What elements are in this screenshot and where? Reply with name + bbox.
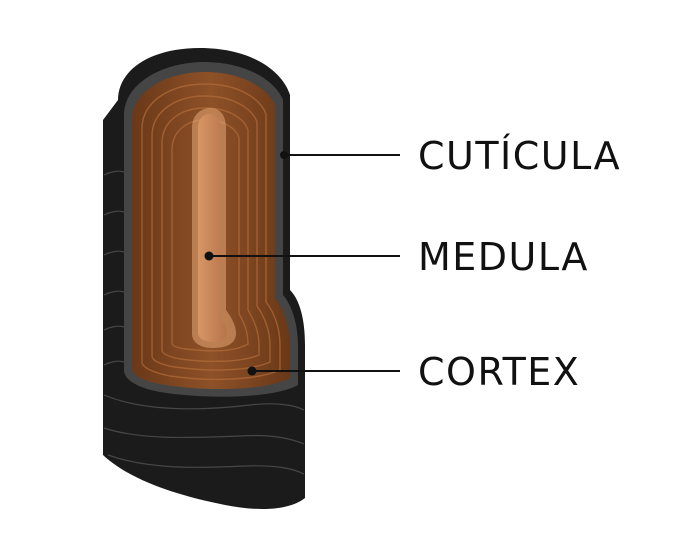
label-cortex: CORTEX [418, 350, 580, 394]
leader-cortex [247, 366, 400, 376]
cortex-rings [141, 83, 281, 381]
medulla-inner [198, 114, 227, 342]
label-medulla: MEDULA [418, 235, 589, 279]
label-cuticle: CUTÍCULA [418, 134, 621, 178]
outer-fiber-lines [103, 170, 305, 475]
leader-medulla [204, 251, 400, 261]
leader-cuticle [280, 151, 400, 159]
